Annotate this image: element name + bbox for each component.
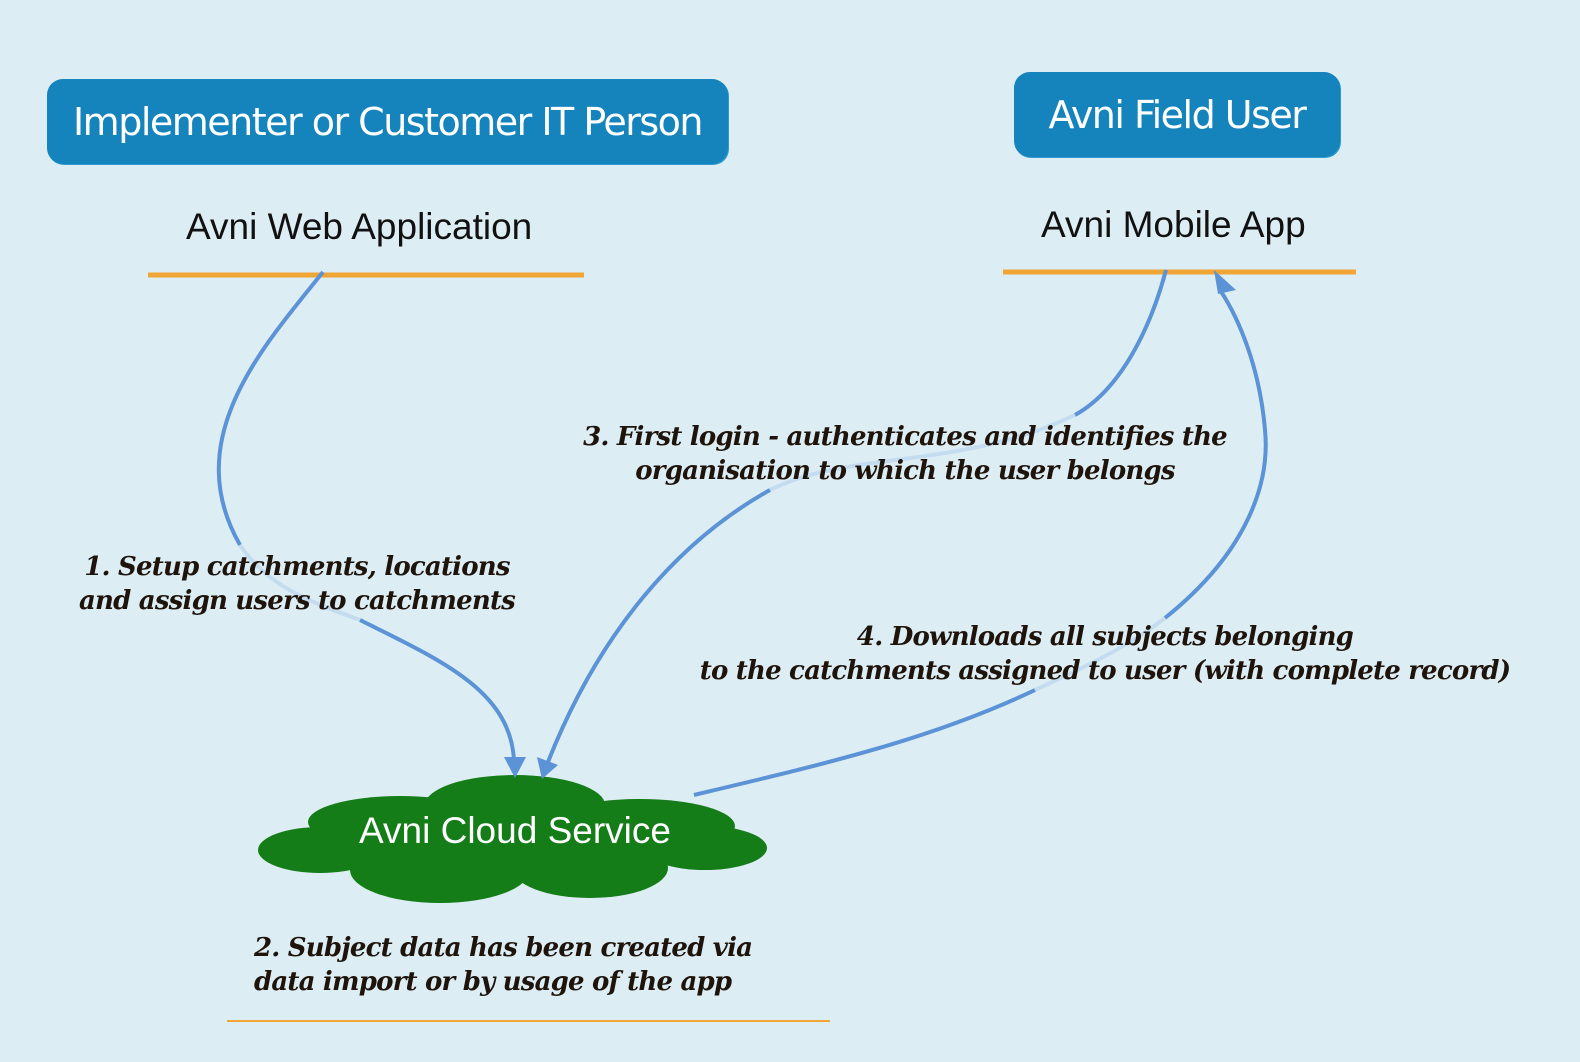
edge-cloud-to-mobile bbox=[693, 288, 1268, 797]
step3-label: 3. First login - authenticates and ident… bbox=[555, 420, 1255, 488]
arrowhead-step3 bbox=[537, 757, 558, 779]
actor-field-user-label: Avni Field User bbox=[1048, 92, 1307, 137]
step4-line1: 4. Downloads all subjects belonging bbox=[856, 622, 1354, 652]
step1-line1: 1. Setup catchments, locations bbox=[84, 552, 510, 582]
mobile-app-label: Avni Mobile App bbox=[1041, 204, 1306, 245]
actor-field-user: Avni Field User bbox=[1014, 72, 1340, 157]
web-app-label: Avni Web Application bbox=[186, 206, 533, 247]
step1-line2: and assign users to catchments bbox=[78, 586, 516, 616]
edge-web-to-cloud-faint bbox=[238, 543, 361, 622]
edge-mobile-to-cloud bbox=[546, 269, 1168, 763]
cloud-shape bbox=[258, 775, 767, 903]
step4-label: 4. Downloads all subjects belonging to t… bbox=[670, 620, 1540, 688]
step1-label: 1. Setup catchments, locations and assig… bbox=[54, 550, 540, 618]
edge-mobile-to-cloud-faint bbox=[769, 413, 1076, 492]
step2-label: 2. Subject data has been created via dat… bbox=[254, 931, 814, 999]
step3-line2: organisation to which the user belongs bbox=[635, 456, 1175, 486]
edge-cloud-to-mobile-faint bbox=[1034, 616, 1167, 692]
step3-line1: 3. First login - authenticates and ident… bbox=[583, 422, 1228, 452]
actor-implementer-label: Implementer or Customer IT Person bbox=[72, 99, 704, 144]
arrowhead-step4 bbox=[1214, 270, 1236, 294]
edge-web-to-cloud bbox=[216, 270, 516, 761]
cloud-service-label: Avni Cloud Service bbox=[359, 810, 671, 851]
arrowhead-step1 bbox=[504, 757, 526, 778]
step4-line2: to the catchments assigned to user (with… bbox=[699, 656, 1511, 686]
step2-line1: 2. Subject data has been created via bbox=[254, 933, 753, 963]
actor-implementer: Implementer or Customer IT Person bbox=[47, 79, 728, 164]
step2-line2: data import or by usage of the app bbox=[254, 967, 732, 997]
